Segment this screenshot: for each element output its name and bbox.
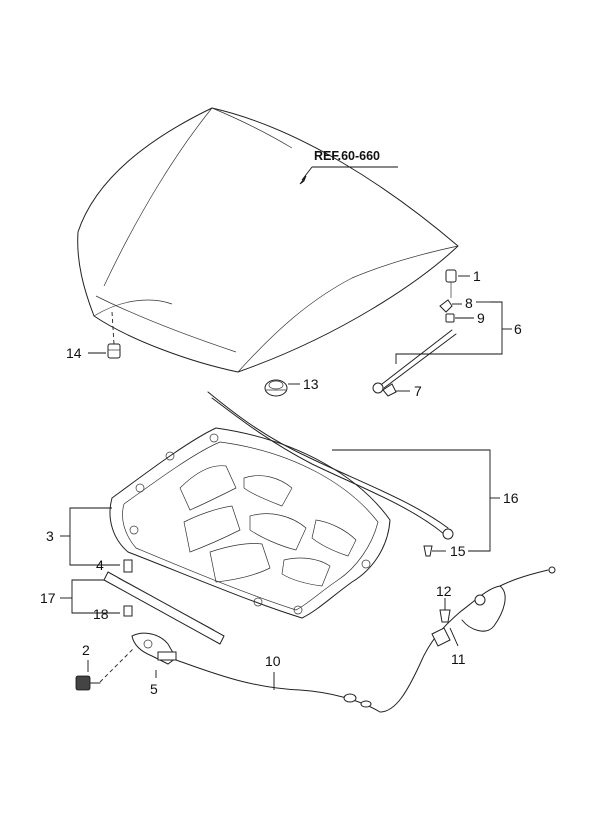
callout-5: 5 [150, 681, 158, 697]
part-14-bumper: 14 [66, 311, 121, 361]
bolt-2: 2 [75, 642, 135, 691]
callout-4: 4 [96, 557, 104, 573]
hood-panel [77, 107, 459, 373]
callout-1: 1 [473, 268, 481, 284]
hood-inner-panel: 15 16 [109, 391, 519, 619]
reference-label: REF.60-660 [314, 149, 380, 163]
callout-12: 12 [436, 583, 452, 599]
callout-8: 8 [465, 295, 473, 311]
callout-14: 14 [66, 345, 82, 361]
reference-callout: REF.60-660 [299, 149, 398, 185]
callout-16: 16 [503, 490, 519, 506]
callout-17: 17 [40, 590, 56, 606]
callout-6: 6 [514, 321, 522, 337]
callout-2: 2 [82, 642, 90, 658]
hood-stay-assembly: 1 8 9 7 6 [372, 268, 522, 399]
callout-9: 9 [477, 310, 485, 326]
latch-bracket: 17 18 [40, 571, 225, 645]
callout-13: 13 [303, 376, 319, 392]
callout-11: 11 [451, 651, 466, 667]
callout-group-3-4: 3 4 [46, 507, 133, 573]
hood-latch: 5 [131, 632, 177, 697]
callout-7: 7 [414, 383, 422, 399]
callout-15: 15 [450, 543, 466, 559]
callout-10: 10 [265, 653, 281, 669]
callout-18: 18 [93, 606, 109, 622]
callout-3: 3 [46, 528, 54, 544]
release-cable: 11 12 10 [175, 566, 556, 713]
part-13-stopper: 13 [264, 376, 319, 397]
